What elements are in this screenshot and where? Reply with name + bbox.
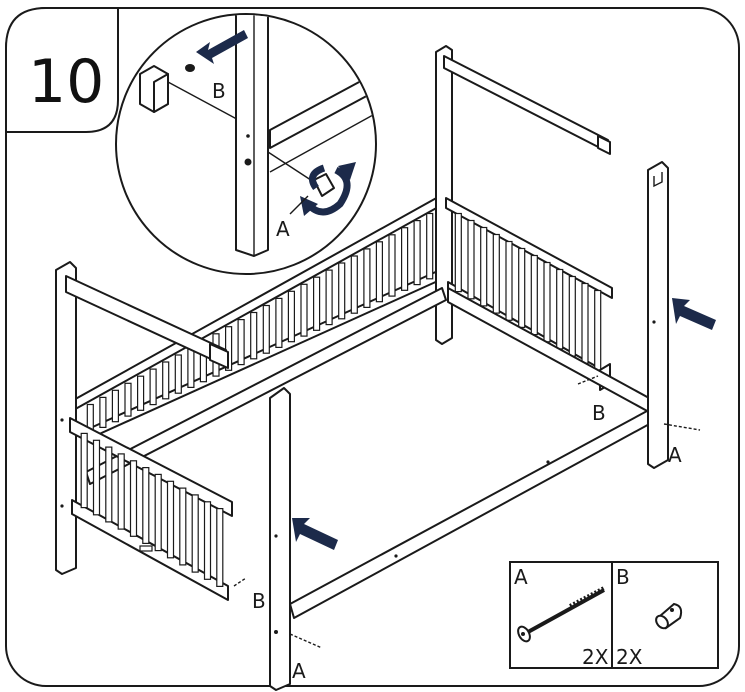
right-corner-label-b: B	[592, 401, 606, 425]
detail-label-a: A	[276, 217, 290, 241]
slat	[287, 290, 295, 343]
slat	[275, 297, 283, 348]
slat	[325, 269, 333, 326]
legend-part-b-quantity: 2X	[616, 645, 643, 669]
slat	[518, 247, 526, 329]
slat	[166, 480, 175, 559]
slat	[581, 282, 589, 364]
insert-arrow-right-icon	[672, 298, 716, 330]
slat	[338, 262, 346, 320]
slat	[480, 226, 488, 307]
slat	[505, 240, 513, 321]
slat	[187, 347, 195, 388]
back-side-panel	[69, 195, 441, 441]
slat	[137, 375, 145, 411]
slat	[124, 382, 132, 417]
slat	[92, 439, 101, 516]
slat	[179, 487, 187, 566]
slat	[594, 289, 602, 372]
slat	[363, 248, 371, 308]
slat	[313, 276, 321, 331]
slat	[216, 508, 224, 588]
slat	[467, 219, 475, 300]
bolt-icon	[517, 586, 605, 643]
front-left-label-b: B	[252, 589, 266, 613]
slat	[250, 311, 258, 360]
step-tab	[5, 7, 119, 133]
slat	[492, 233, 500, 314]
left-rear-post	[55, 261, 77, 575]
slat	[191, 494, 199, 573]
slat	[117, 453, 125, 530]
slat	[111, 389, 120, 423]
right-top-rail	[443, 55, 609, 153]
slat	[149, 368, 157, 406]
legend-part-b-label: B	[616, 565, 630, 589]
slat	[568, 275, 576, 357]
slat	[105, 446, 113, 523]
slat	[99, 396, 107, 428]
slat	[454, 212, 462, 293]
slat	[350, 255, 358, 314]
hardware-guides	[233, 375, 701, 649]
legend-part-a-quantity: 2X	[582, 645, 609, 669]
step-number: 10	[28, 47, 104, 117]
slat	[413, 220, 421, 286]
slat	[300, 283, 308, 337]
legend-part-a: A 2X	[514, 565, 609, 669]
slat	[262, 304, 270, 354]
detail-label-b: B	[212, 79, 226, 103]
outer-frame	[5, 7, 740, 687]
right-foot-label-a: A	[668, 443, 682, 467]
rear-bottom-rail	[85, 287, 447, 485]
legend-part-a-label: A	[514, 565, 528, 589]
right-bottom-rail	[447, 287, 661, 419]
slat	[129, 460, 138, 537]
crib-frame	[55, 45, 669, 691]
left-top-rail	[65, 275, 227, 367]
slat	[375, 241, 383, 303]
slat	[543, 261, 551, 343]
slat	[237, 319, 245, 366]
slat	[80, 432, 88, 509]
front-foot-label-a: A	[292, 659, 306, 683]
right-rear-post	[435, 45, 453, 345]
slat	[142, 467, 150, 545]
slat	[174, 354, 182, 394]
parts-legend: A 2X B 2X	[509, 561, 719, 669]
right-end-panel	[445, 197, 613, 391]
slat	[162, 361, 170, 400]
slat	[388, 234, 396, 297]
slat	[530, 254, 538, 336]
slat	[426, 212, 434, 280]
slat	[154, 473, 162, 552]
front-left-post	[269, 387, 291, 691]
slat	[401, 227, 409, 291]
slat	[225, 326, 233, 371]
slat	[203, 501, 212, 580]
front-right-post	[647, 161, 669, 469]
detail-inset: B A	[115, 13, 377, 275]
barrel-nut-icon	[655, 602, 683, 630]
slat	[556, 268, 564, 350]
insert-arrow-left-icon	[292, 518, 338, 550]
legend-part-b: B 2X	[616, 565, 683, 669]
